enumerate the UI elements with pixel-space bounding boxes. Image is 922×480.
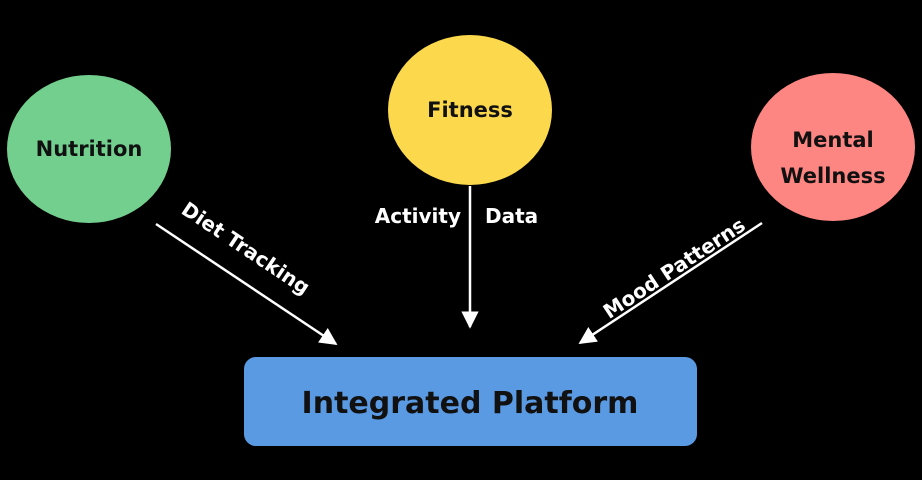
mood-patterns-arrow xyxy=(578,221,763,345)
mental-wellness-label-line1: Mental xyxy=(792,128,874,152)
data-label: Data xyxy=(485,204,538,228)
fitness-node: Fitness xyxy=(388,35,552,185)
mental-wellness-label-line2: Wellness xyxy=(780,164,885,188)
platform-box xyxy=(244,357,697,446)
mood-patterns-edge: Mood Patterns xyxy=(578,213,763,345)
fitness-label: Fitness xyxy=(427,98,513,122)
diet-tracking-edge: Diet Tracking xyxy=(155,197,338,346)
activity-label: Activity xyxy=(375,204,461,228)
platform-node: Integrated Platform xyxy=(244,357,697,446)
mental-wellness-circle xyxy=(751,73,915,221)
mental-wellness-node: Mental Wellness xyxy=(751,73,915,221)
fitness-circle xyxy=(388,35,552,185)
mood-patterns-label: Mood Patterns xyxy=(599,213,750,324)
activity-data-edge: Activity Data xyxy=(375,186,538,329)
nutrition-node: Nutrition xyxy=(7,75,171,223)
diet-tracking-arrow xyxy=(155,222,338,346)
platform-label: Integrated Platform xyxy=(302,386,639,421)
nutrition-label: Nutrition xyxy=(36,137,143,161)
nutrition-circle xyxy=(7,75,171,223)
